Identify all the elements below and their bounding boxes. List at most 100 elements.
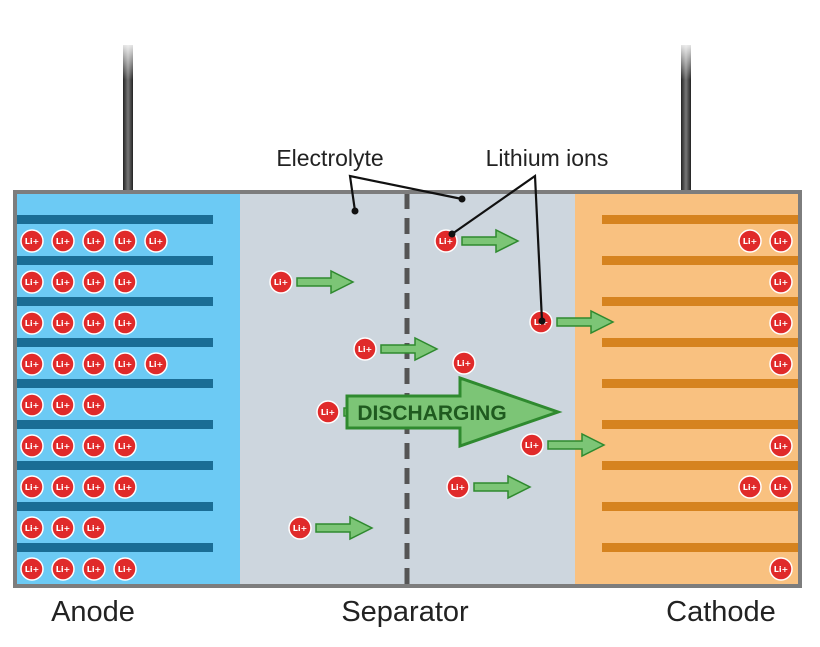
lithium-ion: Li+: [113, 229, 137, 253]
svg-text:Li+: Li+: [774, 442, 789, 451]
lithium-ion: Li+: [113, 311, 137, 335]
lithium-ion: Li+: [82, 229, 106, 253]
lithium-ion: Li+: [738, 475, 762, 499]
callout-dot: [351, 207, 359, 215]
svg-text:Li+: Li+: [118, 278, 133, 287]
lithium-ion: Li+: [51, 516, 75, 540]
svg-text:Li+: Li+: [118, 360, 133, 369]
svg-text:Li+: Li+: [149, 237, 164, 246]
electrolyte-label: Electrolyte: [276, 145, 383, 171]
anode-layer: [17, 420, 213, 429]
cathode-layer: [602, 502, 798, 511]
anode-layer: [17, 379, 213, 388]
lithium-ion: Li+: [82, 270, 106, 294]
anode-layer: [17, 256, 213, 265]
lithium-ion: Li+: [51, 434, 75, 458]
svg-text:Li+: Li+: [56, 442, 71, 451]
svg-text:Li+: Li+: [87, 565, 102, 574]
svg-text:Li+: Li+: [358, 345, 373, 354]
lithium-ion: Li+: [113, 270, 137, 294]
cathode-terminal: [676, 40, 696, 217]
svg-text:Li+: Li+: [25, 401, 40, 410]
lithium-ion: Li+: [82, 557, 106, 581]
anode-layer: [17, 543, 213, 552]
cathode-layer: [602, 215, 798, 224]
anode-layer: [17, 215, 213, 224]
svg-text:Li+: Li+: [56, 483, 71, 492]
svg-text:Li+: Li+: [25, 565, 40, 574]
svg-text:Li+: Li+: [774, 483, 789, 492]
lithium-ion: Li+: [520, 433, 544, 457]
svg-text:Li+: Li+: [774, 360, 789, 369]
lithium-ion: Li+: [769, 475, 793, 499]
callout-dot: [538, 317, 546, 325]
lithium-ion: Li+: [269, 270, 293, 294]
svg-text:Li+: Li+: [774, 565, 789, 574]
svg-text:Li+: Li+: [25, 319, 40, 328]
svg-text:Li+: Li+: [87, 401, 102, 410]
lithium-ion: Li+: [288, 516, 312, 540]
svg-text:Li+: Li+: [774, 278, 789, 287]
callout-dot: [458, 195, 466, 203]
cathode-layer: [602, 297, 798, 306]
separator-label: Separator: [341, 596, 469, 628]
svg-text:Li+: Li+: [56, 319, 71, 328]
svg-text:Li+: Li+: [439, 237, 454, 246]
lithium-ion: Li+: [20, 434, 44, 458]
lithium-ion: Li+: [20, 311, 44, 335]
svg-text:Li+: Li+: [743, 483, 758, 492]
callout-lines: [348, 173, 544, 322]
lithium-ion: Li+: [51, 557, 75, 581]
lithium-ion: Li+: [446, 475, 470, 499]
lithium-ion: Li+: [769, 434, 793, 458]
cathode-layer: [602, 338, 798, 347]
svg-text:Li+: Li+: [774, 237, 789, 246]
svg-text:Li+: Li+: [87, 278, 102, 287]
lithium-ion: Li+: [769, 352, 793, 376]
lithium-ion: Li+: [82, 393, 106, 417]
lithium-ion: Li+: [20, 270, 44, 294]
lithium-ion: Li+: [20, 557, 44, 581]
cell-frame: [13, 190, 802, 588]
cathode-layer: [602, 256, 798, 265]
svg-text:Li+: Li+: [25, 237, 40, 246]
lithium-ion: Li+: [20, 229, 44, 253]
lithium-ion: Li+: [769, 270, 793, 294]
svg-text:Li+: Li+: [56, 360, 71, 369]
svg-text:Li+: Li+: [525, 441, 540, 450]
ion-motion-arrow: [296, 269, 355, 295]
lithium-ion: Li+: [20, 393, 44, 417]
ion-motion-arrow: [461, 228, 520, 254]
svg-text:Li+: Li+: [118, 319, 133, 328]
lithium-ion: Li+: [144, 352, 168, 376]
lithium-ion: Li+: [82, 516, 106, 540]
svg-text:Li+: Li+: [743, 237, 758, 246]
anode-terminal: [118, 40, 138, 217]
cathode-layer: [602, 461, 798, 470]
svg-text:Li+: Li+: [774, 319, 789, 328]
lithium-ion: Li+: [769, 229, 793, 253]
lithium-ion: Li+: [51, 475, 75, 499]
svg-text:Li+: Li+: [56, 524, 71, 533]
svg-text:Li+: Li+: [451, 483, 466, 492]
lithium-ion: Li+: [452, 351, 476, 375]
callout-dot: [448, 230, 456, 238]
svg-text:Li+: Li+: [56, 278, 71, 287]
lithium-ion: Li+: [144, 229, 168, 253]
svg-text:Li+: Li+: [25, 524, 40, 533]
svg-text:Li+: Li+: [25, 442, 40, 451]
lithium-ion: Li+: [20, 516, 44, 540]
svg-text:Li+: Li+: [56, 237, 71, 246]
svg-text:Li+: Li+: [321, 408, 336, 417]
cathode-layer: [602, 379, 798, 388]
discharging-label: DISCHARGING: [357, 402, 506, 425]
anode-ions: Li+ Li+ Li+ Li+ Li+ Li+ Li+ Li+ Li+ Li+ Li+ Li+ Li+ L…: [20, 229, 168, 581]
lithium-ion: Li+: [51, 393, 75, 417]
cathode-layer: [602, 543, 798, 552]
lithium-ion: Li+: [82, 475, 106, 499]
ion-motion-arrow: [547, 432, 606, 458]
svg-text:Li+: Li+: [118, 483, 133, 492]
anode-layer: [17, 338, 213, 347]
svg-text:Li+: Li+: [87, 524, 102, 533]
